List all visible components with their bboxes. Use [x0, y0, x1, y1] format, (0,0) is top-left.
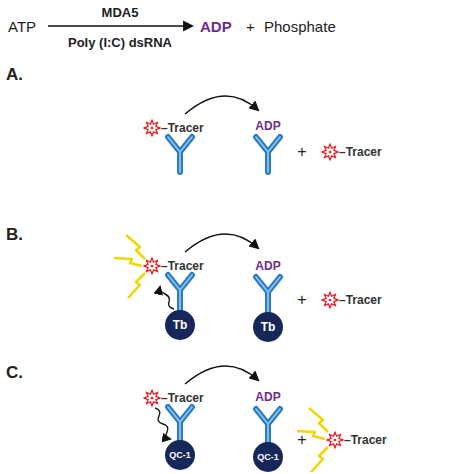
panel-letter: B.	[6, 226, 23, 243]
antibody	[168, 275, 192, 310]
displacement-arrow	[185, 234, 258, 252]
terbium-donor: Tb	[164, 309, 196, 341]
tracer-label: –Tracer	[161, 392, 204, 404]
circle-fill	[253, 312, 283, 342]
plus-sign: +	[297, 144, 306, 160]
panel-letter: C.	[6, 364, 23, 381]
displacement-arrow	[185, 366, 258, 384]
cofactor-label: Poly (I:C) dsRNA	[68, 36, 172, 49]
product-label: ADP	[200, 19, 232, 34]
circle-fill	[165, 440, 195, 470]
antibody	[256, 409, 280, 444]
node-text: QC-1	[169, 451, 191, 460]
circle-fill	[253, 442, 283, 472]
terbium-donor: Tb	[252, 311, 284, 343]
adp-label: ADP	[255, 391, 280, 403]
enzyme-label: MDA5	[102, 6, 139, 19]
antibody	[256, 277, 280, 312]
emission-bolts	[114, 235, 145, 298]
tracer-label: –Tracer	[161, 122, 204, 134]
tracer-star	[144, 258, 160, 274]
plus-sign: +	[246, 19, 255, 34]
substrate-label: ATP	[8, 19, 36, 34]
node-text: Tb	[261, 321, 276, 333]
tracer-star	[144, 120, 160, 136]
antibody	[168, 407, 192, 442]
tracer-label: –Tracer	[344, 434, 387, 446]
antibody	[256, 137, 280, 172]
product-label: Phosphate	[264, 19, 336, 34]
tracer-star	[327, 432, 343, 448]
quencher: QC-1	[252, 441, 284, 473]
displacement-arrow	[185, 96, 258, 114]
tracer-label: –Tracer	[339, 146, 382, 158]
fret-arrow	[160, 287, 174, 309]
tracer-star	[322, 292, 338, 308]
antibody	[168, 137, 192, 172]
node-text: QC-1	[257, 453, 279, 462]
circle-fill	[165, 310, 195, 340]
tracer-star	[144, 390, 160, 406]
reaction-arrow	[48, 25, 192, 27]
tracer-star	[322, 144, 338, 160]
tracer-label: –Tracer	[161, 260, 204, 272]
panel-letter: A.	[6, 66, 23, 83]
node-text: Tb	[173, 319, 188, 331]
plus-sign: +	[297, 432, 306, 448]
adp-label: ADP	[255, 260, 280, 272]
plus-sign: +	[297, 292, 306, 308]
quench-arrow	[155, 408, 170, 439]
quencher: QC-1	[164, 439, 196, 471]
tracer-label: –Tracer	[339, 294, 382, 306]
adp-label: ADP	[255, 120, 280, 132]
emission-bolts	[297, 408, 328, 472]
